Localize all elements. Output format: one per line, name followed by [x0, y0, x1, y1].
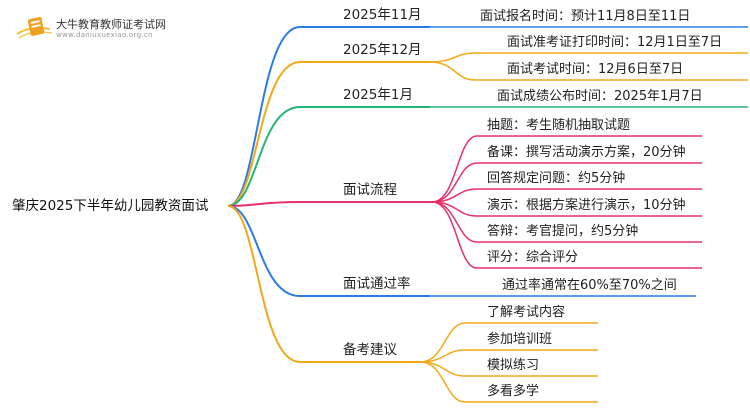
- branch-4: [227, 135, 702, 269]
- branch-topic: 2025年11月: [343, 6, 422, 23]
- child-connector: [419, 361, 466, 403]
- leaf-topic: 通过率通常在60%至70%之间: [502, 278, 677, 293]
- leaf-topic: 参加培训班: [487, 332, 553, 347]
- branch-connector: [227, 106, 301, 207]
- branch-topic: 备考建议: [343, 341, 397, 358]
- leaf-topic: 答辩：考官提问，约5分钟: [487, 224, 639, 239]
- leaf-topic: 了解考试内容: [487, 305, 566, 320]
- child-connector: [431, 201, 478, 269]
- book-logo-icon: [16, 17, 53, 39]
- branch-connector: [227, 201, 301, 207]
- child-connector: [419, 361, 466, 377]
- branch-6: [227, 205, 598, 403]
- branch-topic: 面试通过率: [343, 275, 411, 292]
- leaf-topic: 面试准考证打印时间：12月1日至7日: [507, 35, 723, 50]
- leaf-topic: 评分：综合评分: [487, 250, 579, 265]
- branch-5: [227, 205, 696, 297]
- branch-topic: 面试流程: [343, 181, 397, 198]
- child-connector: [429, 52, 476, 63]
- logo-site-name: 大牛教育教师证考试网: [56, 18, 166, 31]
- logo-site-url: www.daniuxuexiao.org.cn: [56, 31, 153, 39]
- branch-connector: [227, 205, 301, 297]
- branch-topic: 2025年1月: [343, 86, 413, 103]
- leaf-topic: 面试报名时间：预计11月8日至11日: [480, 9, 691, 24]
- child-connector: [431, 135, 478, 203]
- branch-connector: [227, 61, 301, 207]
- branch-topic: 2025年12月: [343, 41, 422, 58]
- branch-2: [227, 52, 748, 207]
- child-connector: [429, 61, 476, 81]
- leaf-topic: 面试考试时间：12月6日至7日: [507, 62, 684, 77]
- leaf-topic: 演示：根据方案进行演示，10分钟: [487, 198, 686, 213]
- leaf-topic: 模拟练习: [487, 358, 540, 373]
- branch-3: [227, 106, 748, 207]
- root-topic: 肇庆2025下半年幼儿园教资面试: [12, 197, 209, 214]
- leaf-topic: 备课：撰写活动演示方案，20分钟: [487, 145, 686, 160]
- leaf-topic: 多看多学: [487, 384, 540, 399]
- leaf-topic: 面试成绩公布时间：2025年1月7日: [497, 89, 703, 104]
- branch-connector: [227, 205, 301, 363]
- site-logo[interactable]: [14, 14, 54, 44]
- leaf-topic: 回答规定问题：约5分钟: [487, 171, 626, 186]
- leaf-topic: 抽题：考生随机抽取试题: [487, 118, 631, 133]
